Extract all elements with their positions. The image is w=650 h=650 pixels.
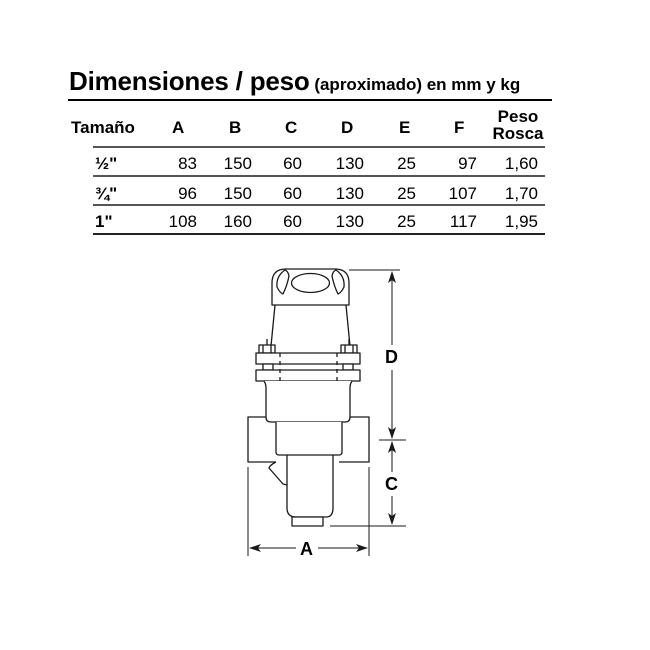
header-weight-line2: Rosca [492, 124, 544, 143]
bonnet [275, 422, 343, 456]
dimension-label-d: D [385, 347, 398, 367]
row-divider [93, 175, 545, 177]
cell-f: 97 [458, 154, 477, 173]
cell-c: 60 [283, 212, 302, 231]
cell-weight: 1,95 [504, 212, 538, 231]
cell-weight: 1,70 [504, 184, 538, 203]
header-weight: Peso Rosca [488, 108, 548, 142]
cell-f: 117 [449, 212, 477, 231]
cell-weight: 1,60 [504, 154, 538, 173]
cell-size: ½" [95, 154, 118, 173]
title-main: Dimensiones / peso [69, 66, 310, 96]
upper-flange [255, 352, 361, 365]
valve-body-upper [263, 380, 353, 423]
cell-e: 25 [397, 184, 416, 203]
side-port [268, 461, 288, 486]
header-e: E [399, 118, 411, 137]
header-b: B [229, 118, 242, 137]
header-weight-line1: Peso [497, 107, 539, 126]
header-d: D [341, 118, 354, 137]
header-a: A [172, 118, 185, 137]
dimension-label-a: A [300, 539, 313, 559]
drain-plug [291, 516, 324, 527]
row-divider [93, 204, 545, 206]
cell-size: ¾" [95, 184, 118, 203]
pipe-body [247, 416, 370, 463]
header-size: Tamaño [71, 118, 135, 137]
cell-b: 160 [223, 212, 252, 231]
header-f: F [454, 118, 465, 137]
cell-d: 130 [335, 184, 364, 203]
valve-cap [271, 268, 350, 306]
cell-c: 60 [283, 184, 302, 203]
cell-size: 1" [95, 212, 113, 231]
cell-e: 25 [397, 154, 416, 173]
flange-nut [342, 363, 354, 371]
cell-b: 150 [223, 184, 252, 203]
spring-housing [270, 304, 351, 347]
header-c: C [285, 118, 298, 137]
cell-a: 108 [168, 212, 197, 231]
cell-a: 96 [178, 184, 197, 203]
cell-b: 150 [223, 154, 252, 173]
flange-bolts [258, 339, 358, 354]
cell-d: 130 [335, 212, 364, 231]
cell-d: 130 [335, 154, 364, 173]
title-subtitle: (aproximado) en mm y kg [309, 75, 521, 94]
cell-e: 25 [397, 212, 416, 231]
row-divider [93, 146, 545, 148]
flange-nut [262, 363, 274, 371]
cell-f: 107 [448, 184, 477, 203]
cell-a: 83 [178, 154, 197, 173]
page-title: Dimensiones / peso (aproximado) en mm y … [69, 68, 520, 94]
cell-c: 60 [283, 154, 302, 173]
arrowheads [249, 271, 396, 552]
row-divider [93, 233, 545, 235]
lower-bowl [286, 455, 334, 518]
dimension-label-c: C [385, 474, 398, 494]
title-divider [68, 99, 552, 101]
lower-flange [255, 369, 361, 382]
